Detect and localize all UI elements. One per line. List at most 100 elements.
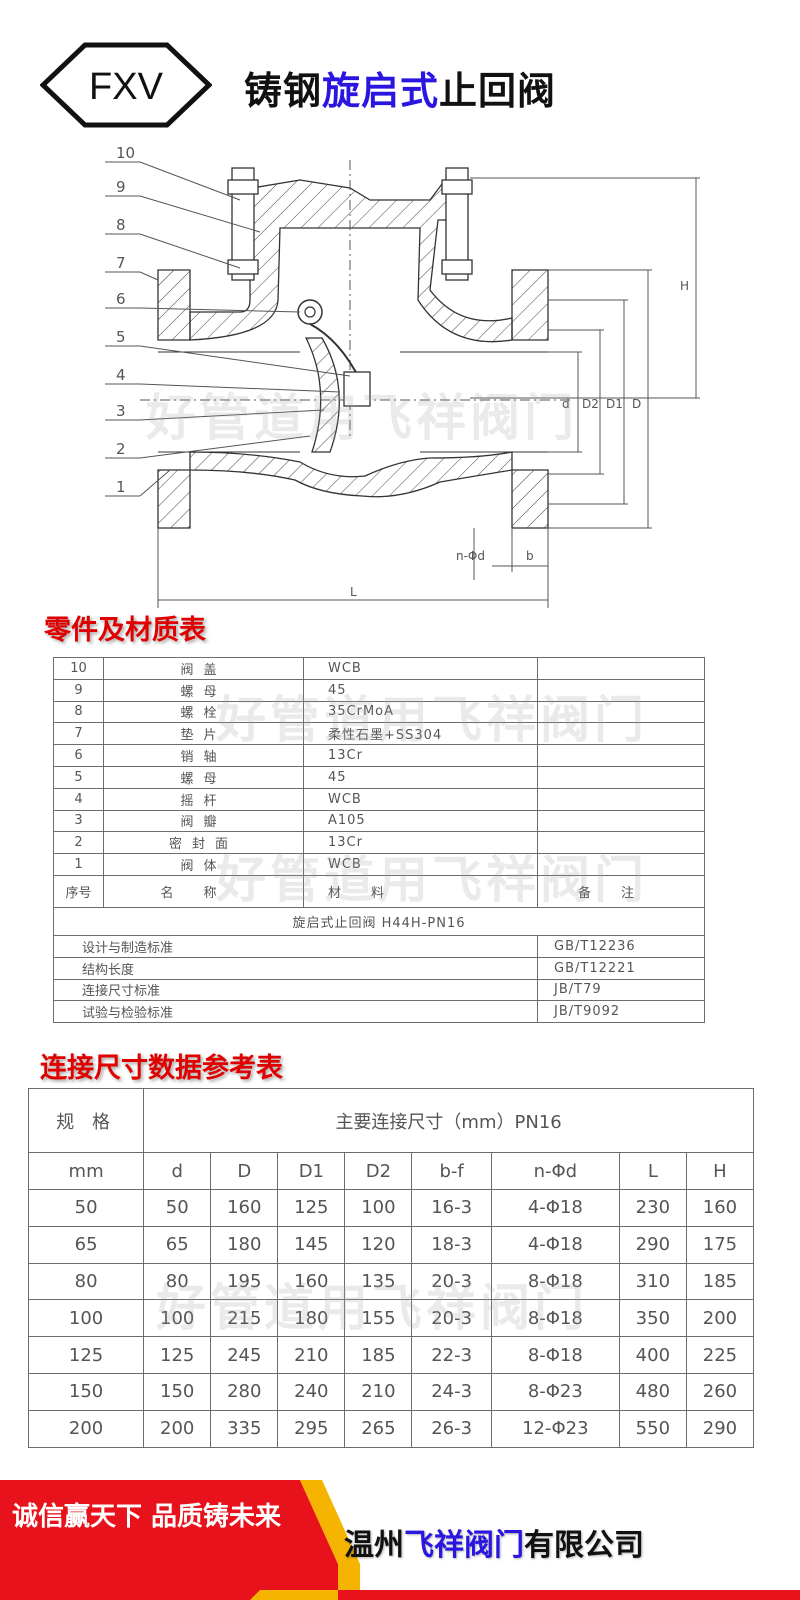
part-number-3: 3 (116, 402, 126, 420)
dimension-cell: 240 (277, 1372, 346, 1411)
parts-header-row: 序号名称材料备注 (53, 874, 705, 908)
part-number-2: 2 (116, 440, 126, 458)
dimension-cell: 50 (143, 1189, 212, 1227)
dimension-column-header: mm (27, 1152, 145, 1190)
part-note (537, 809, 705, 833)
title-highlight: 旋启式 (322, 69, 440, 113)
dimension-cell: 550 (618, 1409, 687, 1448)
dimension-cell: 225 (685, 1336, 755, 1374)
dimension-cell: 100 (143, 1299, 212, 1338)
dimension-cell: 185 (344, 1336, 413, 1374)
left-flange-bottom (157, 469, 191, 529)
part-number-8: 8 (116, 216, 126, 234)
dimension-cell: 4-Φ18 (490, 1225, 620, 1264)
part-no: 4 (53, 787, 104, 811)
main-dimension-header: 主要连接尺寸（mm）PN16 (143, 1088, 754, 1153)
part-note (537, 765, 705, 789)
dimension-cell: 200 (685, 1299, 755, 1338)
dim-label-d1: D1 (606, 397, 623, 411)
model-row: 旋启式止回阀 H44H-PN16 (53, 906, 705, 936)
part-note (537, 657, 705, 680)
watermark: 好管道用飞祥阀门 (156, 1279, 588, 1337)
dimension-cell: 260 (685, 1372, 755, 1411)
dimension-cell: 230 (618, 1189, 687, 1227)
dimension-cell: 145 (277, 1225, 346, 1264)
dimension-cell: 155 (344, 1299, 413, 1338)
standard-label: 试验与检验标准 (53, 1000, 538, 1024)
dimension-cell: 125 (277, 1189, 346, 1227)
standard-value: JB/T9092 (537, 1000, 705, 1024)
dim-label-big-d: D (632, 397, 641, 411)
dimension-column-header: L (618, 1152, 687, 1190)
part-no: 1 (53, 853, 104, 876)
disc-nut (343, 371, 371, 407)
watermark: 好管道用飞祥阀门 (216, 851, 648, 909)
standard-value: GB/T12236 (537, 934, 705, 958)
dimension-cell: 24-3 (411, 1372, 492, 1411)
part-material: WCB (303, 853, 538, 876)
body-upper-wall (189, 179, 513, 343)
part-number-10: 10 (116, 144, 135, 162)
dimension-cell: 8-Φ18 (490, 1299, 620, 1338)
standard-label: 设计与制造标准 (53, 934, 538, 958)
dimension-cell: 160 (210, 1189, 279, 1227)
watermark: 好管道用飞祥阀门 (216, 691, 648, 749)
dimension-table-heading: 连接尺寸数据参考表 (40, 1053, 283, 1084)
dimension-cell: 150 (143, 1372, 212, 1411)
parts-table-heading: 零件及材质表 (44, 615, 206, 646)
dimension-cell: 12-Φ23 (490, 1409, 620, 1448)
dimension-cell: 195 (210, 1262, 279, 1301)
left-flange (157, 269, 191, 341)
dimension-cell: 200 (143, 1409, 212, 1448)
dim-label-b: b (526, 549, 534, 563)
dim-label-h: H (680, 279, 689, 293)
dimension-cell: 16-3 (411, 1189, 492, 1227)
part-no: 9 (53, 678, 104, 702)
valve-cross-section-drawing: 10 9 8 7 6 5 4 3 2 1 H d D2 D1 D n-Φd b (105, 144, 700, 608)
page-title: 铸钢旋启式止回阀 (244, 60, 556, 115)
model-name: 旋启式止回阀 H44H-PN16 (53, 906, 705, 936)
valve-disc (304, 337, 340, 453)
dimension-cell: 160 (685, 1189, 755, 1227)
footer-banner (0, 1480, 800, 1600)
part-no: 5 (53, 765, 104, 789)
dimension-cell: 100 (27, 1299, 145, 1338)
dimension-column-header: b-f (411, 1152, 492, 1190)
dimension-cell: 245 (210, 1336, 279, 1374)
part-no: 7 (53, 722, 104, 746)
dimension-column-header: d (143, 1152, 212, 1190)
dimension-cell: 175 (685, 1225, 755, 1264)
part-number-6: 6 (116, 290, 126, 308)
part-no: 2 (53, 831, 104, 855)
dimension-cell: 310 (618, 1262, 687, 1301)
dim-label-l: L (350, 585, 357, 599)
part-number-9: 9 (116, 178, 126, 196)
dimension-cell: 8-Φ23 (490, 1372, 620, 1411)
dimension-column-header: D1 (277, 1152, 346, 1190)
dimension-cell: 280 (210, 1372, 279, 1411)
dim-label-d: d (562, 397, 570, 411)
dimension-cell: 50 (27, 1189, 145, 1227)
dimension-cell: 400 (618, 1336, 687, 1374)
dimension-cell: 210 (344, 1372, 413, 1411)
watermark: 好管道用飞祥阀门 (146, 389, 578, 447)
part-number-4: 4 (116, 366, 126, 384)
dimension-cell: 100 (344, 1189, 413, 1227)
dimension-cell: 200 (27, 1409, 145, 1448)
part-name: 阀瓣 (103, 809, 304, 833)
dimension-cell: 290 (618, 1225, 687, 1264)
header-no: 序号 (53, 874, 104, 908)
dimension-column-header: D2 (344, 1152, 413, 1190)
footer-slogan: 诚信赢天下 品质铸未来 (12, 1502, 282, 1532)
dimension-cell: 20-3 (411, 1299, 492, 1338)
